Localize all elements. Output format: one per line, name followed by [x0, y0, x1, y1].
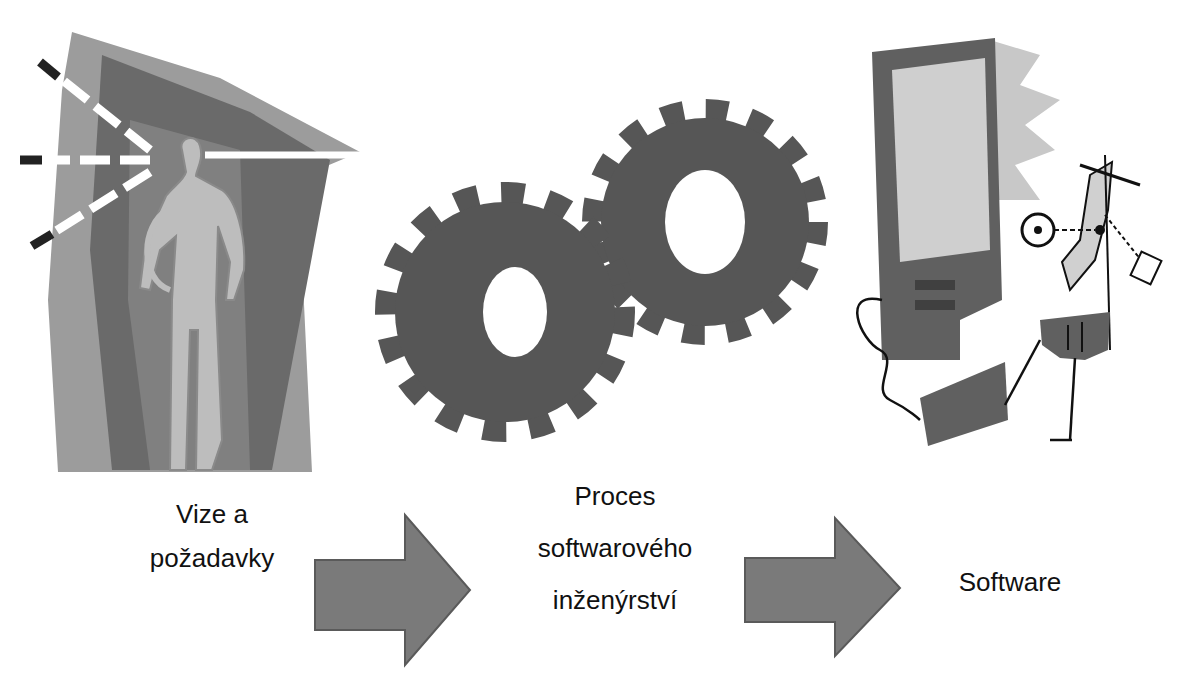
gears-illustration [387, 110, 817, 430]
person-figure [140, 138, 244, 470]
software-illustration [857, 38, 1161, 446]
gear-hole [483, 267, 547, 357]
figure-foot [1050, 439, 1072, 442]
figure-head [1062, 162, 1112, 290]
person-arm-loop [147, 210, 170, 290]
stage-label: Software [925, 562, 1095, 602]
block-arrow [315, 515, 470, 665]
gear-hole [665, 170, 745, 274]
vision-illustration [20, 32, 360, 472]
gear-teeth [593, 110, 817, 334]
vision-inner [90, 55, 330, 470]
burst [990, 40, 1060, 200]
monitor-slot [915, 300, 955, 310]
monitor-slot [915, 280, 955, 290]
light-ray [32, 172, 150, 246]
light-ray-ends [20, 156, 42, 165]
light-ray [20, 156, 150, 165]
stage-label: Vize a požadavky [127, 492, 297, 580]
light-ray-ends [32, 234, 52, 246]
figure-arm [1005, 340, 1040, 405]
stage-label: Proces softwarového inženýrství [520, 470, 710, 626]
vision-panel [48, 32, 360, 472]
monitor [872, 38, 1002, 360]
cable [857, 299, 920, 420]
keyboard [920, 362, 1008, 446]
figure-line [1080, 165, 1140, 185]
block-arrow [745, 518, 900, 656]
figure-line [1054, 229, 1095, 231]
disc-center [1034, 226, 1042, 234]
figure-body [1040, 312, 1110, 360]
light-beam [205, 152, 360, 159]
monitor-screen [892, 58, 990, 262]
gear-body [601, 118, 809, 326]
light-ray [40, 62, 150, 150]
figure-card [1131, 252, 1162, 285]
gear-teeth [387, 194, 623, 430]
disc [1022, 214, 1054, 246]
figure-leg [1070, 358, 1075, 440]
figure-body-line [1068, 322, 1082, 352]
light-ray-ends [40, 62, 58, 77]
figure-eye [1095, 225, 1105, 235]
gear-body [395, 202, 615, 422]
